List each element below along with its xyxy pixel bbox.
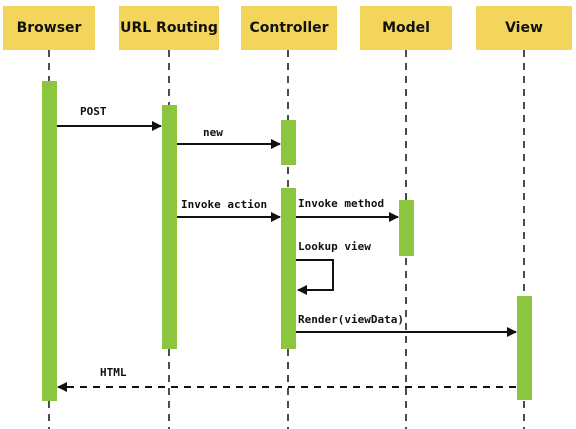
lane-label-view: View (505, 20, 543, 36)
activation-controller-new (281, 120, 296, 165)
activation-url-routing (162, 105, 177, 349)
lane-label-model: Model (382, 20, 430, 36)
message-lookup-view-label: Lookup view (298, 240, 371, 253)
message-lookup-view-arrow (296, 259, 334, 295)
message-invoke-method-label: Invoke method (298, 197, 384, 210)
lane-label-controller: Controller (249, 20, 329, 36)
activation-controller-action (281, 188, 296, 349)
lane-header-browser: Browser (3, 6, 95, 50)
message-post-label: POST (80, 105, 107, 118)
activation-view (517, 296, 532, 400)
lane-header-controller: Controller (241, 6, 337, 50)
message-new-label: new (203, 126, 223, 139)
lane-label-browser: Browser (16, 20, 82, 36)
lane-header-url-routing: URL Routing (119, 6, 219, 50)
activation-model (399, 200, 414, 256)
activation-browser (42, 81, 57, 401)
lane-header-view: View (476, 6, 572, 50)
lane-header-model: Model (360, 6, 452, 50)
message-html-label: HTML (100, 366, 127, 379)
lane-label-url-routing: URL Routing (120, 20, 218, 36)
message-invoke-action-label: Invoke action (181, 198, 267, 211)
message-render-label: Render(viewData) (298, 313, 404, 326)
